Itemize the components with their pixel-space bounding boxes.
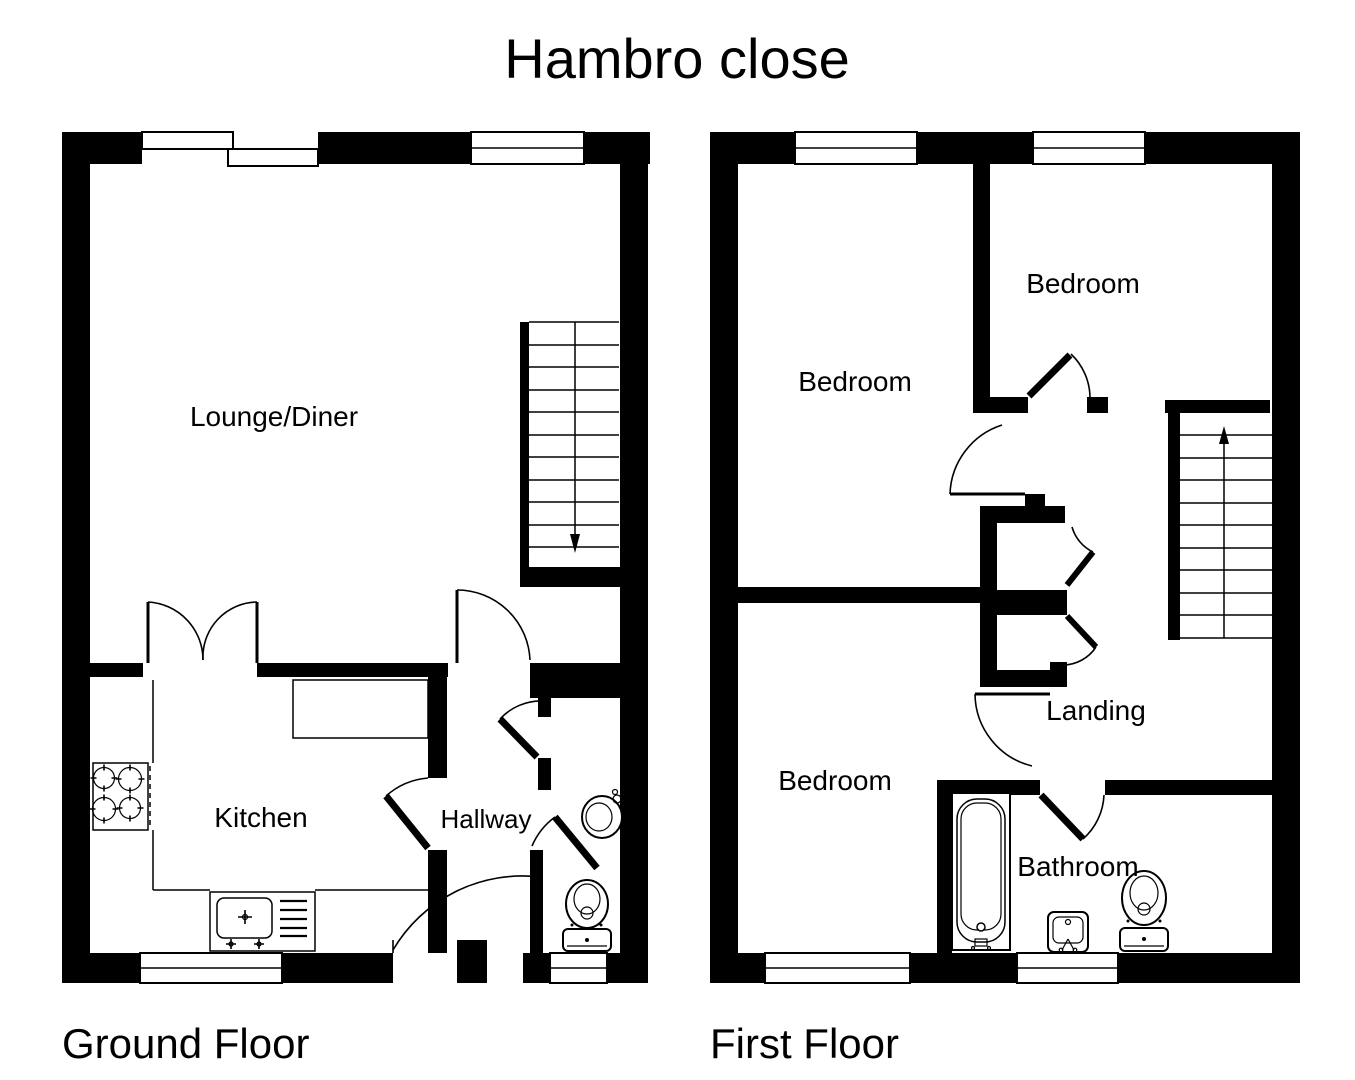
wc-fixtures	[562, 788, 627, 952]
lounge-diner-label: Lounge/Diner	[190, 401, 358, 432]
hallway-label: Hallway	[440, 804, 531, 834]
hob-icon	[89, 762, 151, 831]
first-floor-caption: First Floor	[710, 1020, 899, 1067]
bathroom-toilet-icon	[1119, 870, 1169, 952]
kitchen-units	[89, 679, 429, 952]
ground-windows	[139, 131, 608, 984]
bathroom-fixtures	[951, 792, 1169, 953]
bedroom-top-left-label: Bedroom	[798, 366, 912, 397]
wc-basin-icon	[581, 788, 627, 839]
first-doors	[949, 352, 1105, 842]
first-windows	[764, 131, 1146, 984]
kitchen-label: Kitchen	[214, 802, 307, 833]
first-floor-plan: Bedroom Bedroom Bedroom Landing Bathroom	[710, 131, 1300, 984]
first-interior-walls	[710, 132, 1272, 953]
bathroom-basin-icon	[1047, 911, 1089, 953]
stairs-down-icon	[529, 321, 619, 553]
ground-exterior-walls	[62, 132, 650, 983]
kitchen-sink-icon	[209, 891, 316, 952]
up-arrow-icon	[1219, 426, 1229, 444]
bedroom-top-right-label: Bedroom	[1026, 268, 1140, 299]
ground-doors	[146, 589, 600, 953]
landing-label: Landing	[1046, 695, 1146, 726]
ground-interior-walls	[90, 322, 623, 953]
bedroom-bottom-left-label: Bedroom	[778, 765, 892, 796]
bath-icon	[951, 792, 1011, 951]
stairs-up-icon	[1180, 426, 1272, 639]
down-arrow-icon	[570, 534, 580, 553]
wc-toilet-icon	[562, 879, 612, 952]
window	[141, 131, 234, 150]
ground-floor-plan: Lounge/Diner Kitchen Hallway	[62, 131, 650, 984]
window	[227, 148, 319, 167]
ground-floor-caption: Ground Floor	[62, 1020, 309, 1067]
page-title: Hambro close	[504, 27, 849, 90]
bathroom-label: Bathroom	[1017, 851, 1138, 882]
